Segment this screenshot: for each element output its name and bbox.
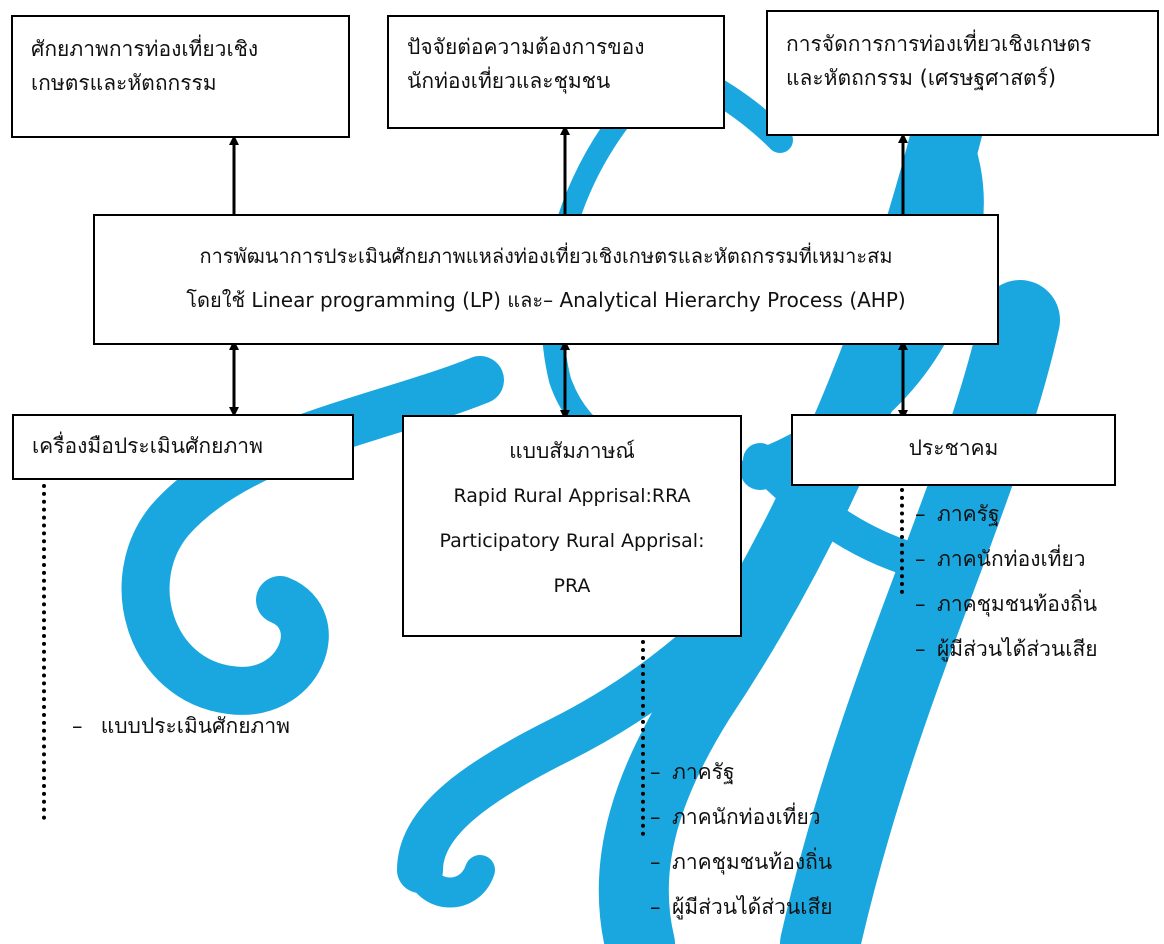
list-item: –ภาคชุมชนท้องถิ่น	[915, 592, 1098, 616]
box-text-line: นักท่องเที่ยวและชุมชน	[407, 68, 611, 93]
box-text-line: และหัตถกรรม (เศรษฐศาสตร์)	[786, 65, 1057, 90]
box-text-line: PRA	[553, 575, 591, 597]
box-text-line: Participatory Rural Apprisal:	[439, 530, 705, 552]
box-text-line: Rapid Rural Apprisal:RRA	[453, 485, 691, 507]
box-text-line: ประชาคม	[908, 436, 999, 460]
box-text-line: เครื่องมือประเมินศักยภาพ	[32, 434, 263, 458]
top-box-factors: ปัจจัยต่อความต้องการของ นักท่องเที่ยวและ…	[387, 15, 725, 129]
list-item: –ภาคนักท่องเที่ยว	[650, 805, 821, 829]
top-box-management: การจัดการการท่องเที่ยวเชิงเกษตร และหัตถก…	[766, 10, 1159, 136]
list-item: –ภาครัฐ	[650, 760, 735, 784]
bottom-box-interview: แบบสัมภาษณ์ Rapid Rural Apprisal:RRA Par…	[402, 415, 742, 637]
list-item: –ภาคชุมชนท้องถิ่น	[650, 850, 833, 874]
list-left: – แบบประเมินศักยภาพ	[72, 704, 290, 749]
dotted-line-right	[900, 488, 904, 594]
center-title-line-2: โดยใช้ Linear programming (LP) และ– Anal…	[186, 288, 906, 312]
list-item: –ผู้มีส่วนได้ส่วนเสีย	[915, 637, 1098, 661]
box-text-line: เกษตรและหัตถกรรม	[31, 70, 217, 95]
bottom-box-tool: เครื่องมือประเมินศักยภาพ	[12, 414, 354, 480]
list-item: –ผู้มีส่วนได้ส่วนเสีย	[650, 895, 833, 919]
box-text-line: ศักยภาพการท่องเที่ยวเชิง	[31, 37, 259, 61]
list-item: –ภาครัฐ	[915, 502, 1000, 526]
list-right: –ภาครัฐ –ภาคนักท่องเที่ยว –ภาคชุมชนท้องถ…	[915, 492, 1098, 672]
dotted-line-left	[42, 484, 46, 820]
dotted-line-middle	[641, 640, 645, 836]
list-item: – แบบประเมินศักยภาพ	[72, 714, 290, 738]
box-text-line: แบบสัมภาษณ์	[509, 439, 635, 463]
list-middle: –ภาครัฐ –ภาคนักท่องเที่ยว –ภาคชุมชนท้องถ…	[650, 750, 833, 930]
center-title-line-1: การพัฒนาการประเมินศักยภาพแหล่งท่องเที่ยว…	[199, 244, 893, 268]
center-box-development: การพัฒนาการประเมินศักยภาพแหล่งท่องเที่ยว…	[93, 214, 999, 345]
top-box-potential: ศักยภาพการท่องเที่ยวเชิง เกษตรและหัตถกรร…	[11, 15, 350, 138]
box-text-line: ปัจจัยต่อความต้องการของ	[407, 35, 645, 59]
bottom-box-forum: ประชาคม	[791, 414, 1116, 486]
list-item: –ภาคนักท่องเที่ยว	[915, 547, 1086, 571]
box-text-line: การจัดการการท่องเที่ยวเชิงเกษตร	[786, 32, 1092, 56]
